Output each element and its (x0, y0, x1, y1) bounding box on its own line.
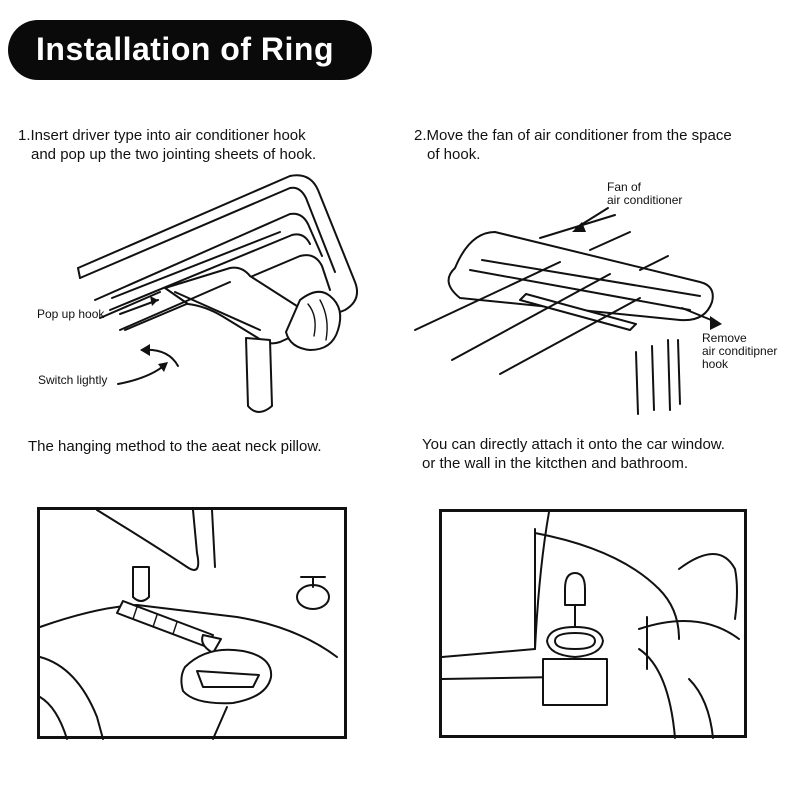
step-1-instruction: 1.Insert driver type into air conditione… (18, 126, 316, 164)
step-1-line-1: 1.Insert driver type into air conditione… (18, 127, 306, 144)
window-method-caption: You can directly attach it onto the car … (422, 435, 725, 473)
remove-label-line-1: Remove (702, 331, 747, 345)
window-caption-line-2: or the wall in the kitcthen and bathroom… (422, 455, 688, 472)
window-caption-line-1: You can directly attach it onto the car … (422, 436, 725, 453)
pillow-method-illustration (37, 507, 347, 740)
fan-label: Fan of air conditioner (607, 181, 682, 207)
step-2-instruction: 2.Move the fan of air conditioner from t… (414, 126, 732, 164)
remove-hook-label: Remove air conditipner hook (702, 332, 777, 371)
remove-label-line-3: hook (702, 357, 729, 371)
step-1-line-2: and pop up the two jointing sheets of ho… (31, 146, 317, 163)
switch-lightly-label: Switch lightly (38, 373, 108, 387)
title-banner: Installation of Ring (8, 20, 372, 80)
pillow-scene (39, 509, 338, 740)
step-2-line-1: 2.Move the fan of air conditioner from t… (414, 127, 732, 144)
fan-label-line-2: air conditioner (607, 193, 683, 207)
remove-label-line-2: air conditipner (702, 344, 778, 358)
window-scene (441, 511, 740, 739)
pop-up-hook-label: Pop up hook (37, 307, 105, 321)
fan-label-line-1: Fan of (607, 180, 642, 194)
window-method-illustration (439, 509, 747, 739)
pillow-method-caption: The hanging method to the aeat neck pill… (28, 438, 322, 455)
page-title: Installation of Ring (36, 31, 334, 67)
step-2-line-2: of hook. (427, 146, 481, 163)
